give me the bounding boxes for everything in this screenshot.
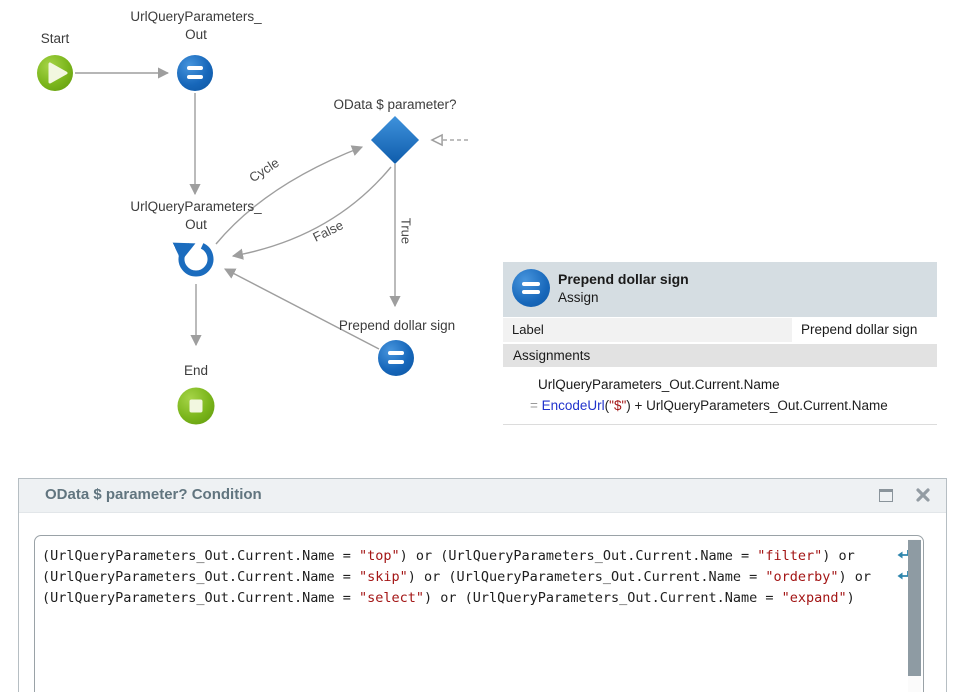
- condition-code[interactable]: (UrlQueryParameters_Out.Current.Name = "…: [42, 546, 893, 609]
- if-node-label: OData $ parameter?: [333, 97, 457, 112]
- dialog-title: OData $ parameter? Condition: [45, 486, 262, 503]
- assignment-expression[interactable]: UrlQueryParameters_Out.Current.Name = En…: [503, 367, 937, 414]
- assign-node-urlqueryparameters[interactable]: [177, 55, 213, 91]
- properties-panel: Prepend dollar sign Assign Label Prepend…: [503, 262, 937, 425]
- loop-refresh-icon: [172, 242, 214, 277]
- property-row-label: Label Prepend dollar sign: [503, 318, 937, 342]
- equals-icon: [388, 351, 404, 364]
- vertical-scrollbar[interactable]: [908, 539, 921, 692]
- dialog-titlebar[interactable]: OData $ parameter? Condition: [19, 479, 946, 513]
- panel-separator: [503, 424, 937, 425]
- close-icon[interactable]: [916, 488, 930, 502]
- properties-header: Prepend dollar sign Assign: [503, 262, 937, 317]
- properties-title: Prepend dollar sign: [558, 271, 689, 287]
- label-line: UrlQueryParameters_: [130, 199, 262, 214]
- label-line: Out: [185, 217, 207, 232]
- assign-equals-icon: [512, 269, 550, 307]
- foreach-node[interactable]: [172, 242, 214, 277]
- maximize-icon[interactable]: [879, 489, 893, 502]
- code-line[interactable]: (UrlQueryParameters_Out.Current.Name = "…: [42, 590, 855, 606]
- scrollbar-thumb[interactable]: [908, 540, 921, 676]
- properties-subtitle: Assign: [558, 290, 599, 305]
- edge-false[interactable]: [231, 166, 392, 260]
- code-line[interactable]: (UrlQueryParameters_Out.Current.Name = "…: [42, 569, 872, 585]
- code-line[interactable]: (UrlQueryParameters_Out.Current.Name = "…: [42, 548, 855, 564]
- assign-node-label: UrlQueryParameters_ Out: [130, 8, 261, 44]
- property-key: Label: [503, 318, 792, 342]
- condition-dialog: OData $ parameter? Condition (UrlQueryPa…: [18, 478, 947, 692]
- edge-cycle[interactable]: [215, 145, 364, 245]
- start-node-label: Start: [40, 31, 70, 46]
- assign-node-prepend[interactable]: [378, 340, 414, 376]
- label-line: Out: [185, 27, 207, 42]
- property-value-input[interactable]: Prepend dollar sign: [796, 318, 937, 342]
- prepend-node-label: Prepend dollar sign: [338, 318, 456, 333]
- play-icon: [48, 62, 68, 84]
- start-node[interactable]: [37, 55, 73, 91]
- assignment-target[interactable]: UrlQueryParameters_Out.Current.Name: [538, 377, 780, 392]
- label-line: UrlQueryParameters_: [130, 9, 262, 24]
- if-node-odata-parameter[interactable]: [370, 115, 420, 165]
- edge-label-true: True: [398, 217, 414, 245]
- end-node[interactable]: [177, 387, 215, 425]
- stop-icon: [189, 399, 203, 413]
- workflow-canvas: [37, 55, 468, 425]
- end-node-label: End: [183, 363, 209, 378]
- assignment-value[interactable]: = EncodeUrl("$") + UrlQueryParameters_Ou…: [530, 398, 888, 413]
- foreach-node-label: UrlQueryParameters_ Out: [130, 198, 261, 234]
- equals-icon: [187, 66, 203, 79]
- edge-prepend-to-foreach[interactable]: [224, 268, 380, 350]
- assignments-section-header[interactable]: Assignments: [503, 344, 937, 367]
- condition-code-editor[interactable]: (UrlQueryParameters_Out.Current.Name = "…: [34, 535, 924, 692]
